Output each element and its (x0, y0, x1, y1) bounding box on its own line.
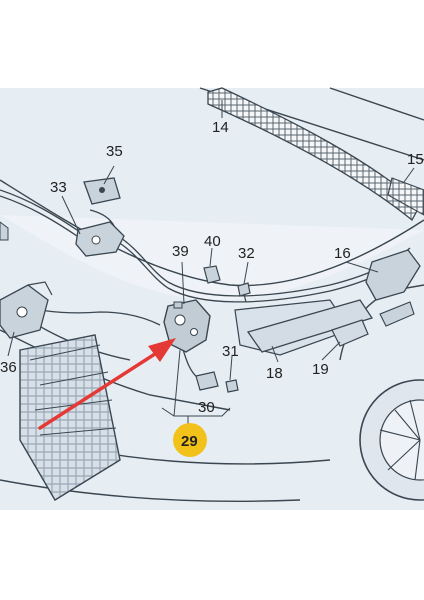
front-wheel (359, 379, 424, 501)
bolt-32 (237, 282, 251, 303)
label-31: 31 (222, 343, 239, 360)
red-arrow (38, 338, 176, 430)
label-33: 33 (50, 179, 67, 196)
bracket-35 (83, 177, 121, 205)
front-grille (19, 334, 121, 501)
label-16: 16 (334, 245, 351, 262)
sensor-connector-30 (195, 371, 219, 391)
clip-40 (203, 265, 221, 284)
label-18: 18 (266, 365, 283, 382)
part-29-highlight (173, 423, 207, 457)
clip-31 (225, 379, 239, 393)
label-39: 39 (172, 243, 189, 260)
label-19: 19 (312, 361, 329, 378)
cover-19 (331, 319, 369, 347)
leader-lines (7, 100, 415, 424)
label-29: 29 (181, 433, 198, 450)
part-labels: 14 15 35 33 40 39 32 16 36 31 18 19 30 2… (0, 119, 424, 450)
label-15: 15 (407, 151, 424, 168)
label-35: 35 (106, 143, 123, 160)
lock-assembly-36 (0, 221, 53, 339)
label-40: 40 (204, 233, 221, 250)
release-handle-16 (365, 249, 421, 327)
label-32: 32 (238, 245, 255, 262)
label-36: 36 (0, 359, 17, 376)
release-mechanism-33 (75, 221, 125, 257)
hood-lock-29 (163, 299, 211, 353)
seal-part-15 (387, 177, 424, 216)
hood-seal-strip (207, 87, 421, 221)
label-14: 14 (212, 119, 229, 136)
label-30: 30 (198, 399, 215, 416)
